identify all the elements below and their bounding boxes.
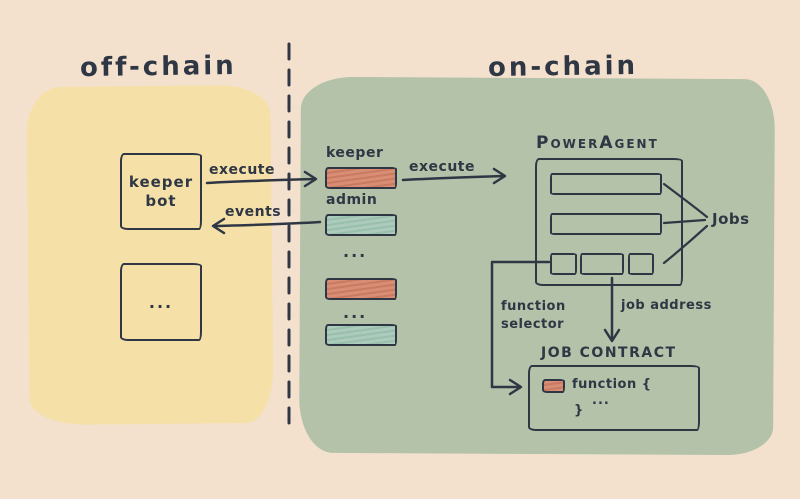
job-contract-box: function { ... } <box>528 365 700 431</box>
function-selector-label-line1: function <box>501 299 566 314</box>
onchain-dots-1: ... <box>343 242 368 261</box>
job-row-3-right-cell <box>628 253 654 275</box>
keeper-row-label: keeper <box>326 145 384 161</box>
function-signature: function { <box>572 377 652 392</box>
keeper-bot-label-line1: keeper <box>128 172 194 191</box>
keeper-slot-rect <box>325 167 397 189</box>
admin-row-label: admin <box>326 192 378 208</box>
job-row-2 <box>550 213 662 235</box>
keeper-bot-box: keeper bot <box>120 153 202 230</box>
poweragent-box <box>535 158 683 286</box>
function-selector-label-line2: selector <box>501 317 565 332</box>
execute-label-onchain: execute <box>409 159 475 175</box>
onchain-dots-2: ... <box>343 303 368 322</box>
function-body-dots: ... <box>592 393 610 408</box>
execute-label-offchain: execute <box>209 162 275 178</box>
job-contract-title: JOB CONTRACT <box>541 345 677 361</box>
admin-slot-rect <box>325 214 397 236</box>
function-close-brace: } <box>574 403 584 418</box>
job-row-1 <box>550 173 662 195</box>
job-row-3-mid-cell <box>580 253 624 275</box>
offchain-ellipsis-box: ... <box>120 263 202 341</box>
jobs-label: Jobs <box>712 210 750 228</box>
job-address-label: job address <box>621 298 712 313</box>
offchain-region <box>26 84 274 426</box>
function-selector-chip <box>542 379 565 393</box>
admin-slot-rect-2 <box>325 324 397 346</box>
keeper-slot-rect-2 <box>325 278 397 300</box>
events-label: events <box>225 204 282 220</box>
offchain-ellipsis: ... <box>148 292 174 312</box>
poweragent-title: PowerAgent <box>536 133 659 153</box>
job-row-3-selector-cell <box>550 253 577 275</box>
keeper-bot-label-line2: bot <box>145 191 177 210</box>
offchain-title: off-chain <box>79 50 237 84</box>
onchain-title: on-chain <box>487 50 639 84</box>
